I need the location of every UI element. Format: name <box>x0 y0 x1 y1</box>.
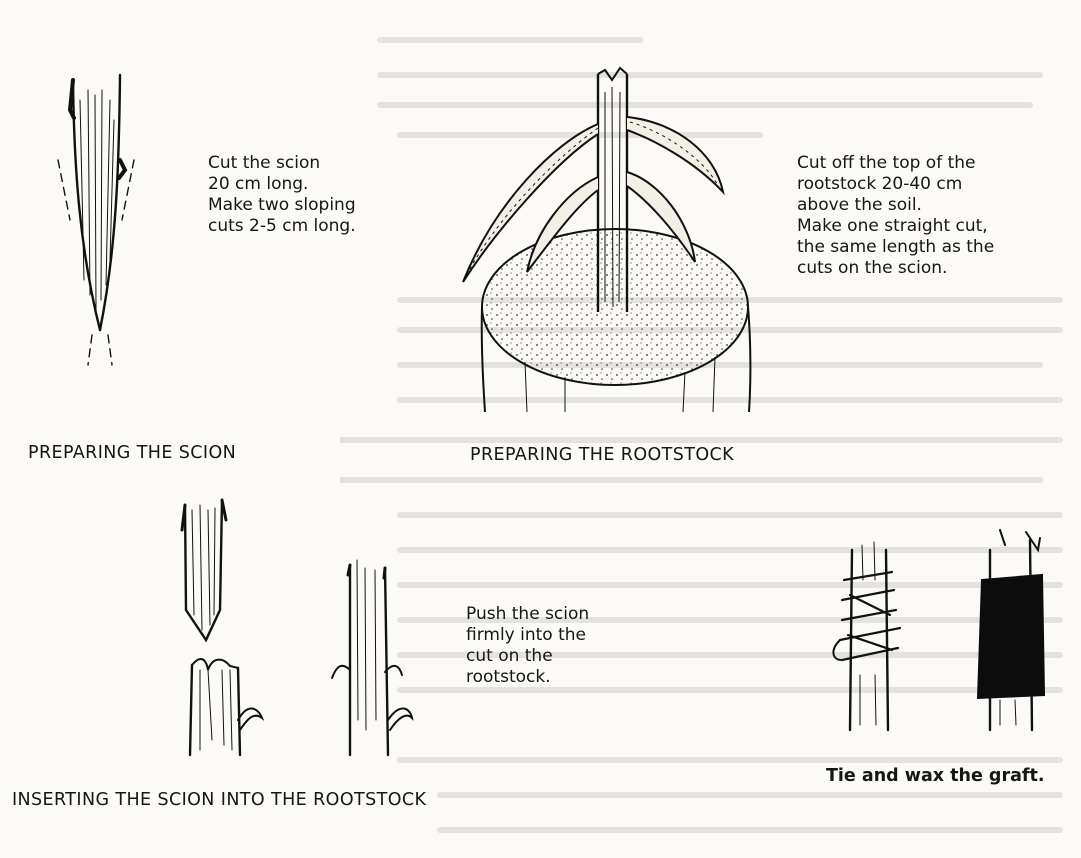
tie-and-wax-illustration <box>830 520 1060 735</box>
inserting-instruction: Push the scion firmly into the cut on th… <box>466 604 589 688</box>
scion-instruction: Cut the scion 20 cm long. Make two slopi… <box>208 153 356 237</box>
rootstock-illustration <box>455 62 775 412</box>
scion-caption: PREPARING THE SCION <box>28 443 236 463</box>
tie-and-wax-caption: Tie and wax the graft. <box>826 766 1045 786</box>
rootstock-caption: PREPARING THE ROOTSTOCK <box>470 445 734 465</box>
rootstock-instruction: Cut off the top of the rootstock 20-40 c… <box>797 153 994 279</box>
scion-illustration <box>40 60 150 380</box>
inserting-caption: INSERTING THE SCION INTO THE ROOTSTOCK <box>12 790 426 810</box>
inserting-illustration <box>170 490 430 760</box>
